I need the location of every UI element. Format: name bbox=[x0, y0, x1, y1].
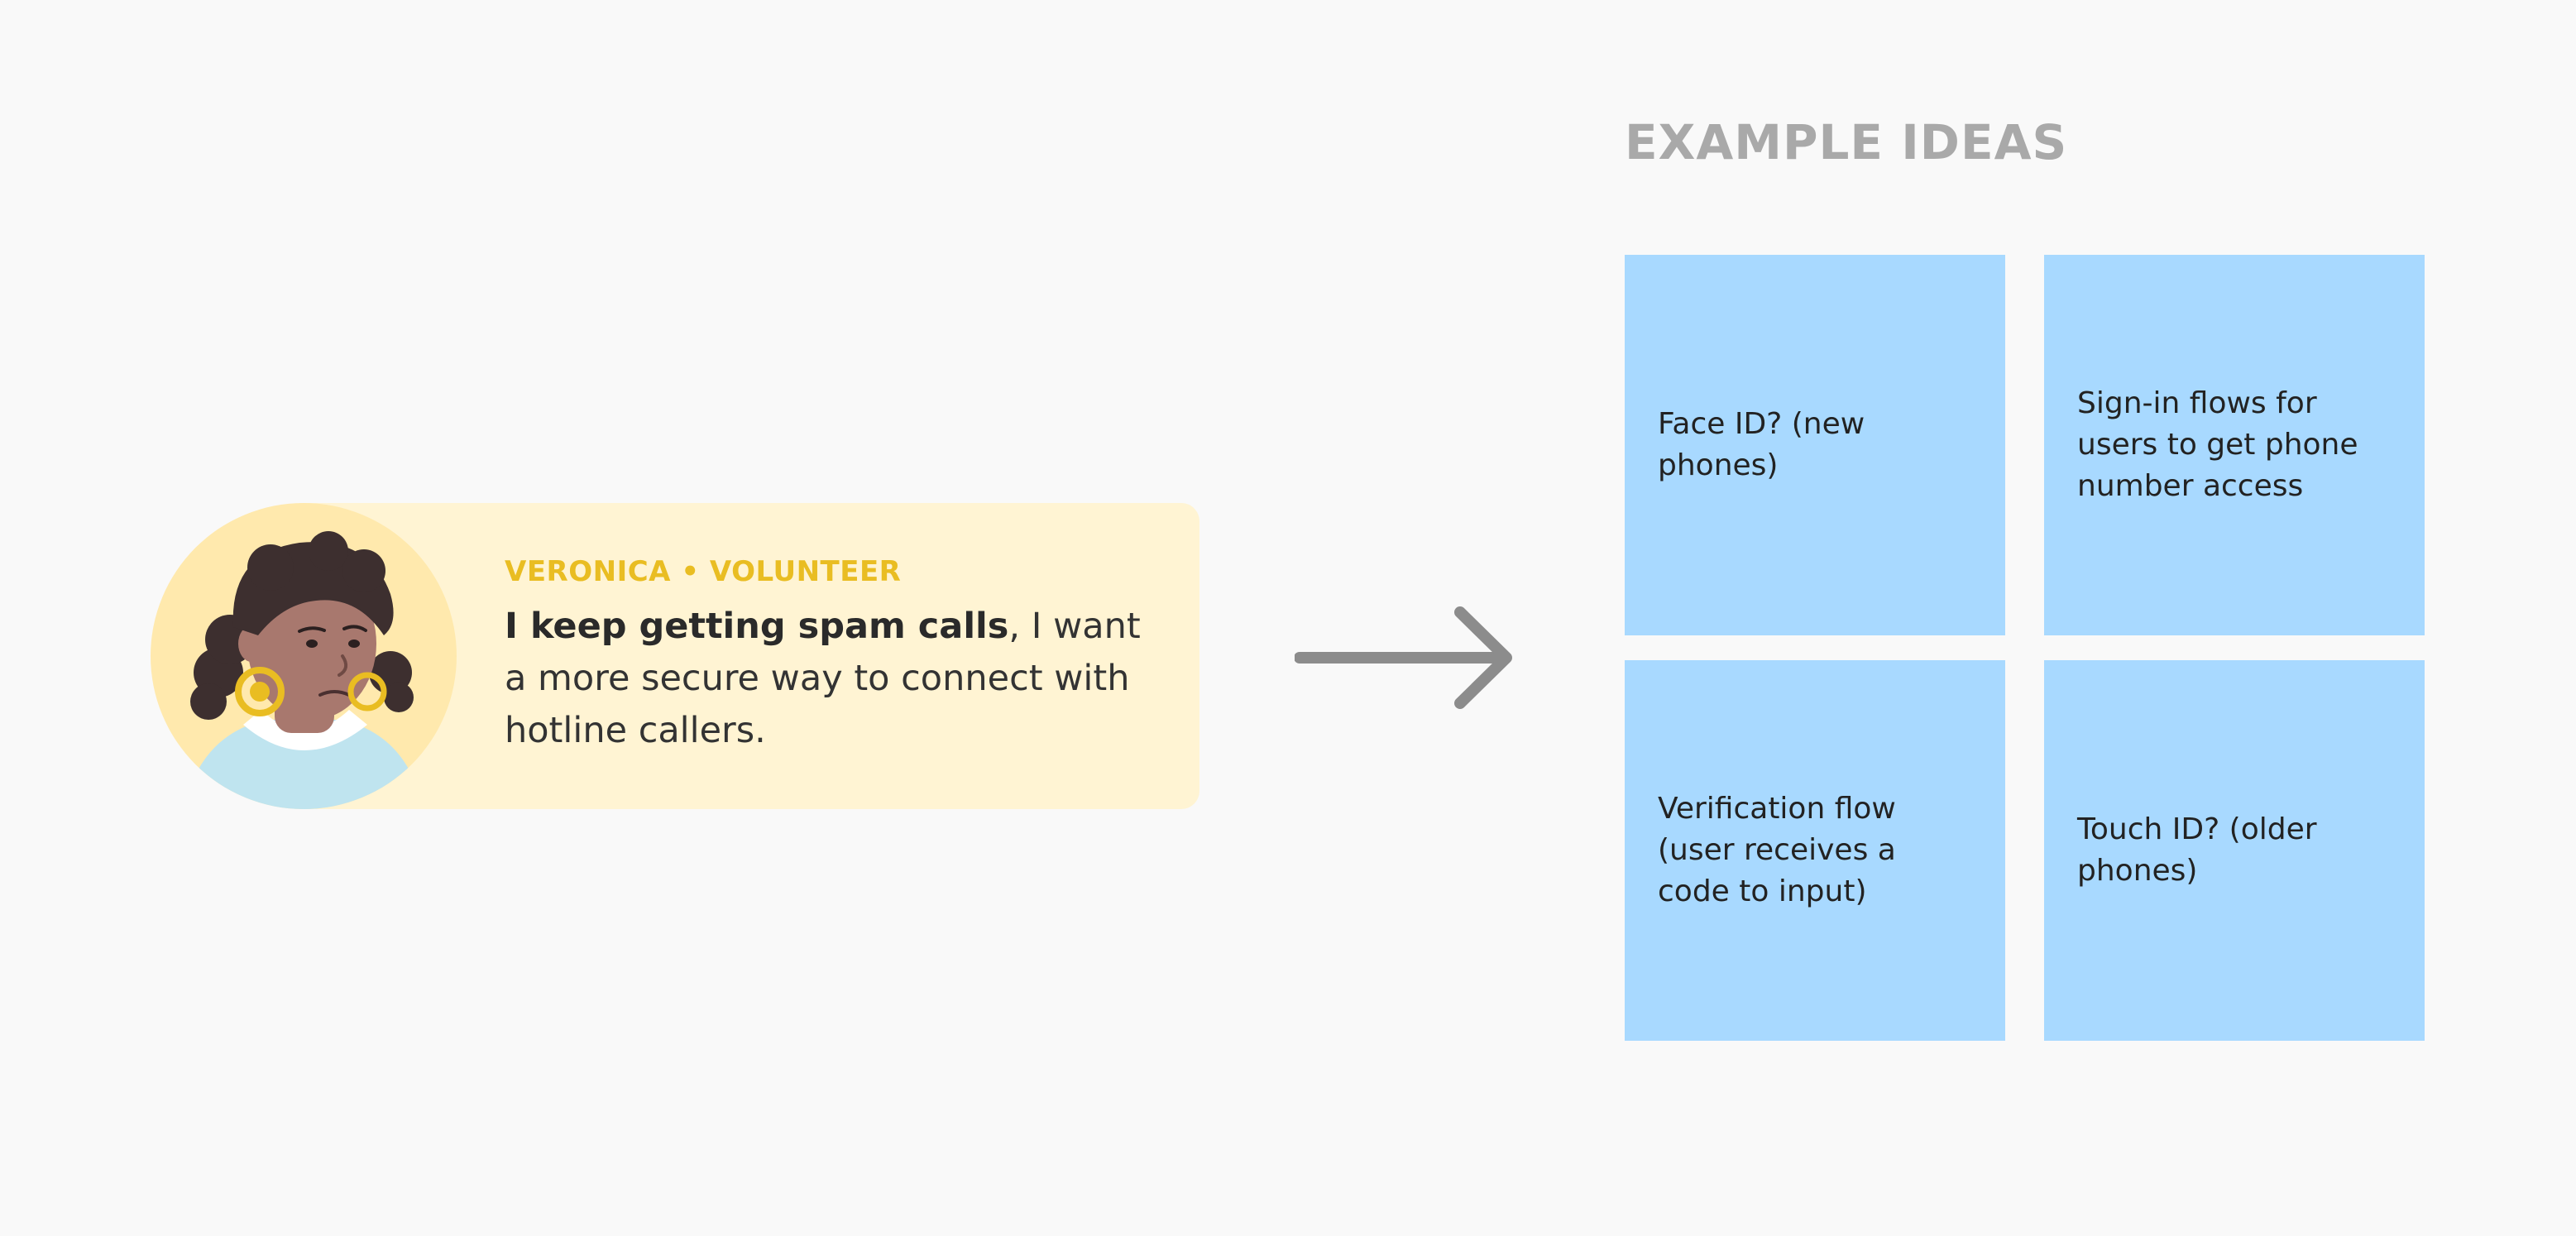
persona-quote-emphasis: I keep getting spam calls bbox=[505, 606, 1009, 647]
arrow-right-icon bbox=[1295, 606, 1512, 709]
sticky-note[interactable]: Sign-in flows for users to get phone num… bbox=[2044, 255, 2425, 635]
woman-avatar-icon bbox=[151, 503, 457, 809]
sticky-note[interactable]: Touch ID? (older phones) bbox=[2044, 660, 2425, 1041]
persona-role: VERONICA • VOLUNTEER bbox=[505, 555, 902, 588]
sticky-note-text: Touch ID? (older phones) bbox=[2077, 812, 2317, 888]
section-title: EXAMPLE IDEAS bbox=[1625, 114, 2068, 170]
sticky-note[interactable]: Face ID? (new phones) bbox=[1625, 255, 2005, 635]
sticky-note-text: Face ID? (new phones) bbox=[1658, 407, 1865, 482]
sticky-note-text: Verification flow (user receives a code … bbox=[1658, 792, 1896, 908]
sticky-note-text: Sign-in flows for users to get phone num… bbox=[2077, 386, 2358, 503]
persona-quote: I keep getting spam calls, I want a more… bbox=[505, 601, 1166, 757]
persona-quote-rest: , I want a more secure way to connect wi… bbox=[505, 606, 1141, 751]
sticky-note[interactable]: Verification flow (user receives a code … bbox=[1625, 660, 2005, 1041]
persona-card: VERONICA • VOLUNTEER I keep getting spam… bbox=[151, 503, 1199, 809]
persona-text: VERONICA • VOLUNTEER I keep getting spam… bbox=[505, 551, 1166, 757]
